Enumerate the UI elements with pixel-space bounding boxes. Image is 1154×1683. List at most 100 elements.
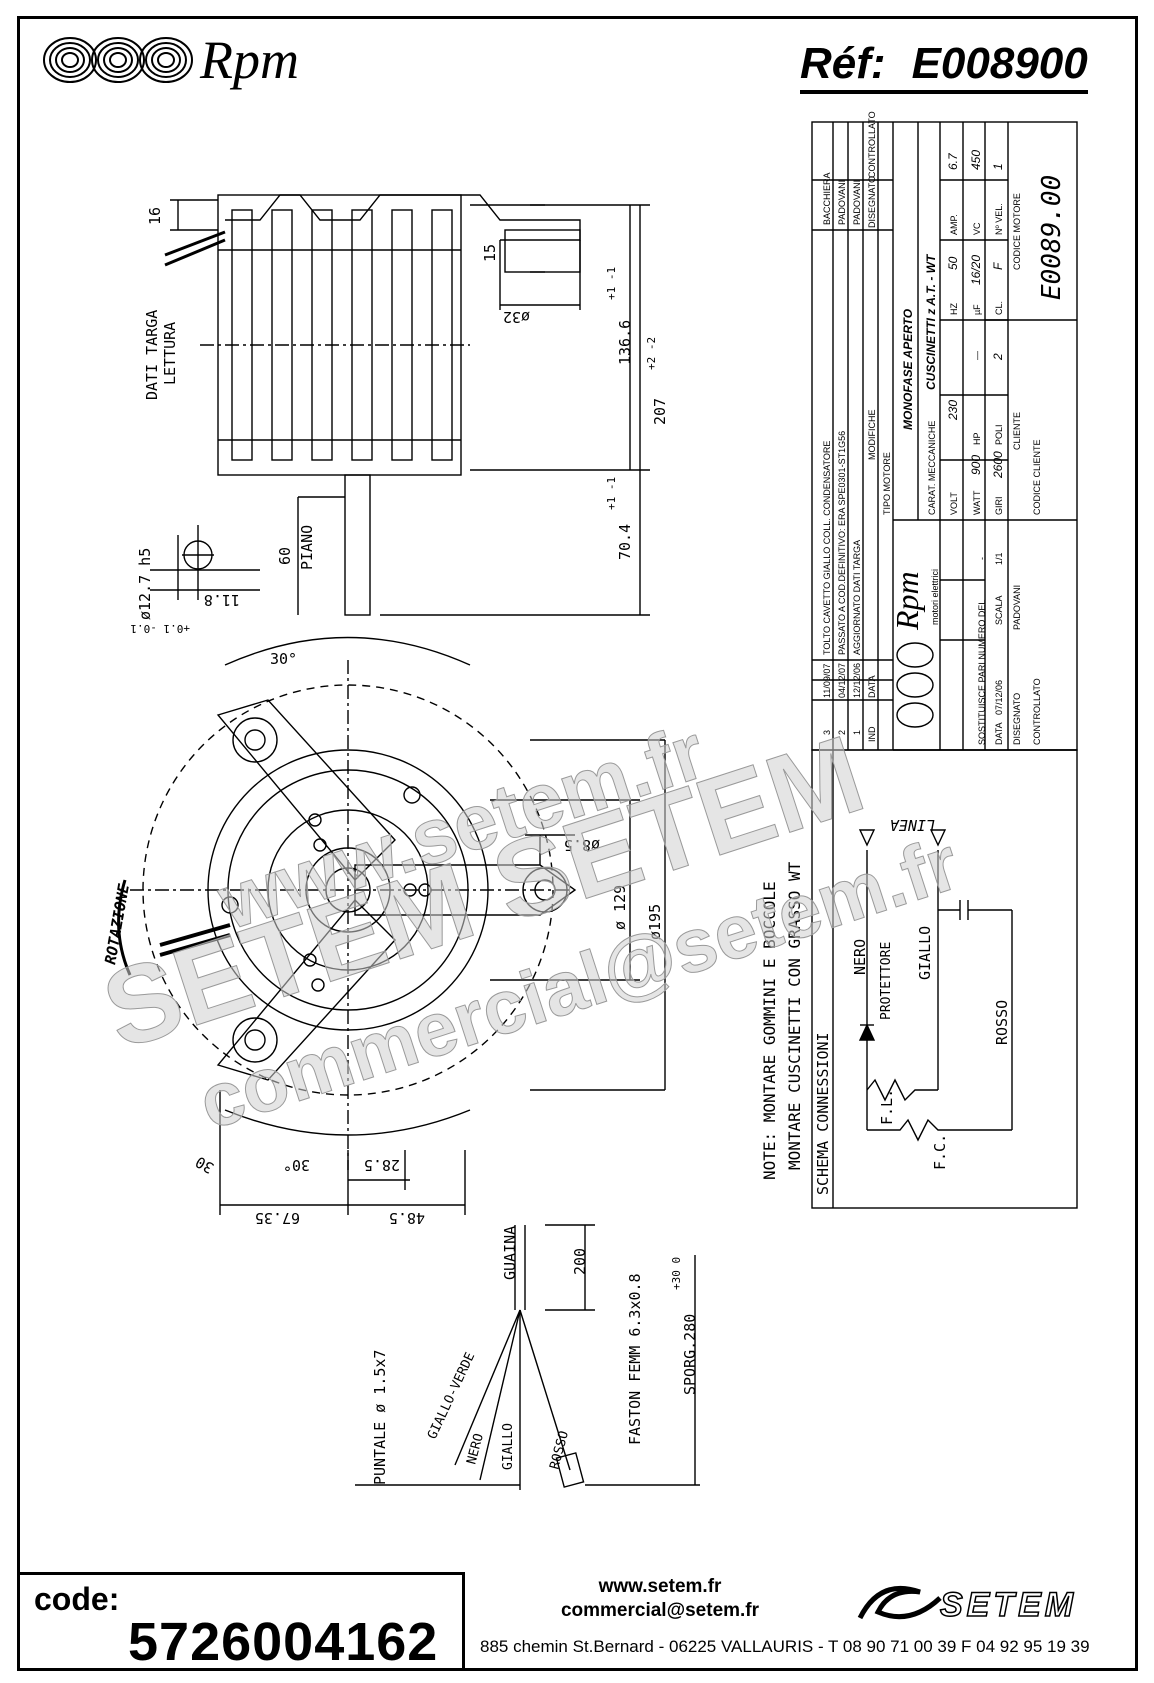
bolt-circle-195: [142, 684, 554, 1096]
vc-label: VC: [972, 222, 982, 235]
rev-2-drawn: PADOVANI: [837, 180, 847, 225]
address: 885 chemin St.Bernard - 06225 VALLAURIS …: [480, 1637, 1090, 1656]
dim-flat-tol: +0.1 -0.1: [130, 622, 190, 635]
tipo-motore-value: MONOFASE APERTO: [901, 308, 915, 430]
carat-value: CUSCINETTI z A.T. - WT: [924, 253, 938, 390]
logo-mini: [896, 642, 934, 728]
volt-value: 230: [946, 400, 960, 421]
bracket-arm-top: [216, 699, 396, 882]
code-value: 5726004162: [128, 1612, 439, 1672]
label-puntale: PUNTALE ø 1.5x7: [371, 1350, 389, 1485]
rpm-logo: Rpm: [43, 30, 299, 90]
wire-harness: [355, 1224, 700, 1490]
codice-motore-label: CODICE MOTORE: [1012, 193, 1022, 270]
sostituisce-value: -: [977, 557, 987, 560]
codice-motore-value: E0089.00: [1037, 175, 1067, 300]
tipo-motore-label: TIPO MOTORE: [882, 452, 892, 515]
code-box: code: 5726004162: [17, 1572, 465, 1672]
dim-48-5: 48.5: [389, 1209, 425, 1227]
schema-nero: NERO: [851, 939, 869, 975]
label-guaina: GUAINA: [501, 1226, 519, 1280]
ref-value: E008900: [911, 39, 1088, 88]
hp-value: —: [972, 351, 982, 360]
rev-header-n: IND: [867, 726, 877, 742]
rotation-arrow: [117, 879, 132, 976]
motor-shaft-side: [344, 474, 371, 616]
cl-label: CL.: [994, 301, 1004, 315]
amp-value: 6.7: [946, 152, 960, 170]
title-block-brand-sub: motori elettrici: [930, 569, 940, 625]
uf-label: µF: [972, 304, 982, 315]
sostituisce-label: SOSTITUISCE PARI NUMERO DEL: [977, 600, 987, 745]
schema-giallo: GIALLO: [916, 926, 934, 980]
website-link[interactable]: www.setem.fr: [598, 1576, 722, 1597]
rev-1-text: AGGIORNATO DATI TARGA: [852, 540, 862, 655]
label-giallo: GIALLO: [501, 1423, 516, 1470]
poli-value: 2: [991, 353, 1005, 361]
dim-shaft: ø12.7 h5: [136, 548, 154, 620]
amp-label: AMP.: [949, 214, 959, 235]
giri-value: 2600: [991, 451, 1005, 479]
dim-136-tol: +1 -1: [605, 267, 618, 300]
dim-207: 207: [651, 398, 669, 425]
dim-phi129: ø 129: [611, 885, 629, 930]
schema-linea: LINEA: [890, 816, 935, 834]
codice-cliente-label: CODICE CLIENTE: [1032, 439, 1042, 515]
dim-flat: 11.8: [204, 591, 240, 609]
dim-phi195: ø195: [646, 904, 664, 940]
setem-logo: SETEM: [857, 1585, 1074, 1625]
code-label: code:: [34, 1581, 120, 1617]
dim-15: 15: [481, 244, 499, 262]
watt-label: WATT: [972, 490, 982, 515]
rev-header-drawn: DISEGNATO: [867, 176, 877, 228]
schema-protettore: PROTETTORE: [879, 942, 894, 1020]
dim-70: 70.4: [616, 524, 634, 560]
scala-label: SCALA: [994, 595, 1004, 625]
hp-label: HP: [972, 432, 982, 445]
email-link[interactable]: commercial@setem.fr: [560, 1600, 760, 1621]
ref-label: Réf:: [800, 39, 886, 88]
terminal-box: [504, 229, 581, 273]
nvel-label: Nº VEL.: [994, 203, 1004, 235]
data-label: DATA: [994, 722, 1004, 745]
rev-header-checked: CONTROLLATO: [867, 111, 877, 178]
schema-frame: [811, 749, 1078, 1209]
carat-label: CARAT. MECCANICHE: [927, 421, 937, 515]
rev-2-text: PASSATO A COD.DEFINITIVO: ERA SPE0301-ST…: [837, 431, 847, 655]
title-block-brand: Rpm: [889, 571, 925, 631]
dim-16: 16: [146, 207, 164, 225]
angle-top: 30°: [270, 650, 297, 668]
dim-200: 200: [571, 1248, 589, 1275]
motor-body-side: [217, 194, 462, 476]
label-nero: NERO: [464, 1432, 487, 1466]
vc-value: 450: [969, 150, 983, 170]
schema-rosso: ROSSO: [993, 1000, 1011, 1045]
note-line-2: MONTARE CUSCINETTI CON GRASSO WT: [785, 861, 804, 1170]
data-value: 07/12/06: [994, 680, 1004, 715]
watt-value: 900: [969, 455, 983, 475]
dim-28-5: 28.5: [364, 1156, 400, 1174]
schema-fl: F.L.: [878, 1089, 896, 1125]
bracket-arm-right: [354, 864, 577, 916]
disegnato-label: DISEGNATO: [1012, 693, 1022, 745]
label-sporg-tol: +30 0: [670, 1257, 683, 1290]
rev-2-n: 2: [837, 730, 847, 735]
hz-label: HZ: [949, 303, 959, 315]
label-sporg: SPORG.280: [681, 1314, 699, 1395]
label-dati-targa: DATI TARGA: [143, 310, 161, 400]
cl-value: F: [991, 262, 1005, 270]
rev-3-text: TOLTO CAVETTO GIALLO COLL. CONDENSATORE: [822, 441, 832, 655]
note-line-1: NOTE: MONTARE GOMMINI E BOCCOLE: [760, 881, 779, 1180]
bracket-arm-bottom: [216, 898, 396, 1081]
rev-3-date: 11/09/07: [822, 664, 832, 698]
label-piano: PIANO: [298, 525, 316, 570]
logo-text: Rpm: [199, 30, 299, 90]
rev-header-text: MODIFICHE: [867, 410, 877, 461]
dim-phi8-5: ø8.5: [564, 836, 600, 854]
cliente-label: CLIENTE: [1012, 412, 1022, 450]
dim-67-35: 67.35: [255, 1209, 300, 1227]
rev-2-date: 04/12/07: [837, 663, 847, 698]
rev-3-drawn: BACCHIERA: [822, 172, 832, 225]
poli-label: POLI: [994, 424, 1004, 445]
dim-phi32: ø32: [503, 308, 530, 326]
